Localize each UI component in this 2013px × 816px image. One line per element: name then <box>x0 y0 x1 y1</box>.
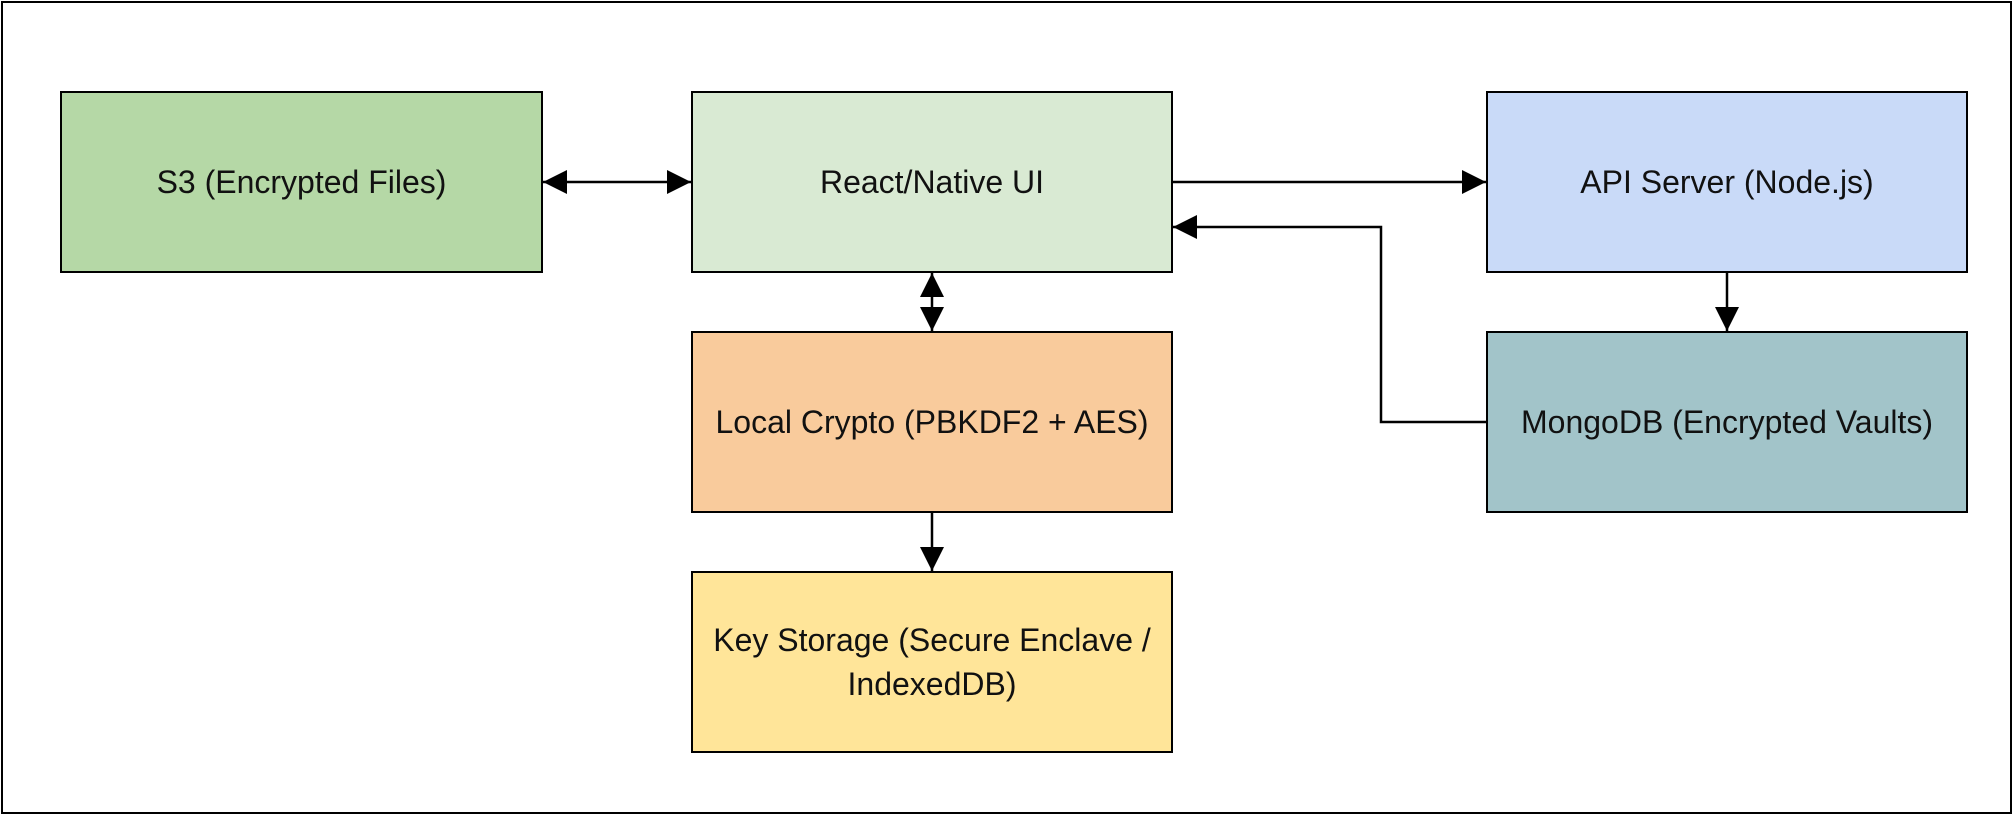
node-s3-encrypted-files: S3 (Encrypted Files) <box>60 91 543 273</box>
node-react-native-ui: React/Native UI <box>691 91 1173 273</box>
node-api-label: API Server (Node.js) <box>1580 164 1874 200</box>
node-local-crypto: Local Crypto (PBKDF2 + AES) <box>691 331 1173 513</box>
node-keys-label: Key Storage (Secure Enclave / IndexedDB) <box>713 622 1151 702</box>
node-ui-label: React/Native UI <box>819 164 1045 200</box>
node-api-server: API Server (Node.js) <box>1486 91 1968 273</box>
node-s3-label: S3 (Encrypted Files) <box>156 164 447 200</box>
node-key-storage: Key Storage (Secure Enclave / IndexedDB) <box>691 571 1173 753</box>
node-mongodb: MongoDB (Encrypted Vaults) <box>1486 331 1968 513</box>
edge-mongo-ui <box>1173 215 1486 424</box>
node-mongo-label: MongoDB (Encrypted Vaults) <box>1520 404 1934 440</box>
node-crypto-label: Local Crypto (PBKDF2 + AES) <box>715 404 1149 440</box>
